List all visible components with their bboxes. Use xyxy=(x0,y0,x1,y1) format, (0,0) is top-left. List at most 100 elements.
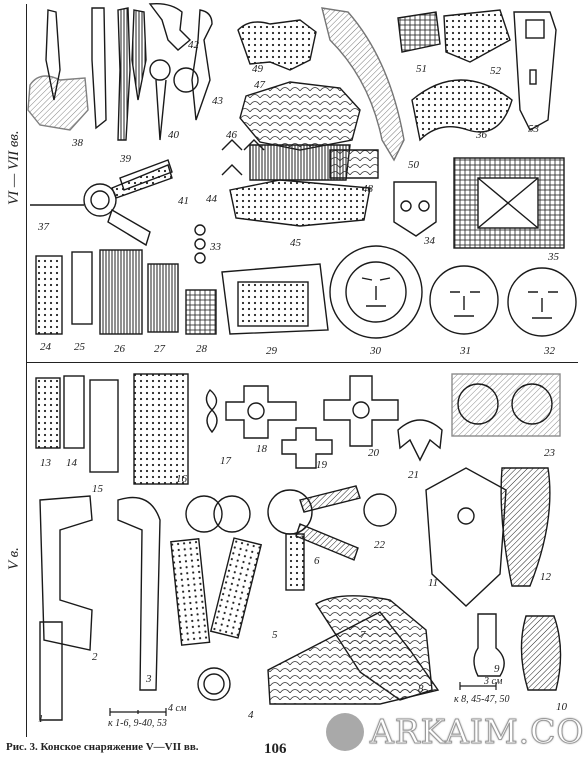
figure-number-10: 10 xyxy=(556,701,567,713)
artifact-30 xyxy=(329,245,423,339)
artifact-14 xyxy=(63,375,85,449)
artifact-11 xyxy=(425,467,507,607)
figure-number-23: 23 xyxy=(544,447,555,459)
figure-caption: Рис. 3. Конское снаряжение V—VII вв. xyxy=(6,741,199,753)
figure-number-42: 42 xyxy=(188,39,199,51)
figure-number-1: 1 xyxy=(38,713,44,725)
artifact-5 xyxy=(170,538,211,646)
artifact-22 xyxy=(363,493,397,527)
artifact-13 xyxy=(35,377,61,449)
artifact-48 xyxy=(329,149,379,179)
artifact-41 xyxy=(119,159,173,191)
figure-number-18: 18 xyxy=(256,443,267,455)
scale-left-ref: к 1-6, 9-40, 53 xyxy=(108,718,167,729)
artifact-39 xyxy=(117,7,131,141)
artifact-9 xyxy=(473,613,505,677)
figure-number-16: 16 xyxy=(176,473,187,485)
artifact-36 xyxy=(411,79,513,142)
artifact-28 xyxy=(185,289,217,335)
figure-number-19: 19 xyxy=(316,459,327,471)
figure-number-35: 35 xyxy=(548,251,559,263)
figure-number-20: 20 xyxy=(368,447,379,459)
figure-number-38: 38 xyxy=(72,137,83,149)
artifact-19 xyxy=(281,427,333,469)
artifact-23 xyxy=(451,373,561,437)
artifact-31 xyxy=(429,265,499,335)
figure-number-49: 49 xyxy=(252,63,263,75)
artifact-3 xyxy=(117,496,161,691)
figure-number-15: 15 xyxy=(92,483,103,495)
watermark-text: ARKAIM.CO xyxy=(369,712,583,752)
figure-number-48: 48 xyxy=(362,183,373,195)
scale-left-unit: 4 см xyxy=(168,703,187,714)
artifact-53 xyxy=(513,11,557,131)
period-divider-line xyxy=(26,362,578,363)
artifact-16 xyxy=(133,373,189,485)
artifact-17 xyxy=(205,389,218,434)
scale-bar-left xyxy=(109,708,167,716)
scale-right-ref: к 8, 45-47, 50 xyxy=(454,694,510,705)
figure-number-34: 34 xyxy=(424,235,435,247)
artifact-45 xyxy=(229,179,371,227)
artifact-42 xyxy=(148,2,192,51)
figure-number-7: 7 xyxy=(360,629,366,641)
figure-number-5: 5 xyxy=(272,629,278,641)
artifact-1 xyxy=(39,621,63,721)
figure-number-53: 53 xyxy=(528,123,539,135)
figure-number-27: 27 xyxy=(154,343,165,355)
figure-number-12: 12 xyxy=(540,571,551,583)
artifact-49 xyxy=(237,19,317,71)
watermark-circle-icon xyxy=(326,712,364,751)
artifact-38b xyxy=(91,7,107,130)
artifact-18 xyxy=(225,385,297,439)
artifact-8 xyxy=(267,611,440,705)
figure-number-26: 26 xyxy=(114,343,125,355)
figure-number-3: 3 xyxy=(146,673,152,685)
artifact-2 xyxy=(39,495,93,651)
artifact-12 xyxy=(500,467,551,587)
page-number: 106 xyxy=(264,741,287,757)
artifact-33 xyxy=(194,224,206,236)
artifact-44 xyxy=(221,139,265,176)
artifact-21 xyxy=(397,419,443,462)
figure-number-36: 36 xyxy=(476,129,487,141)
figure-number-25: 25 xyxy=(74,341,85,353)
figure-number-43: 43 xyxy=(212,95,223,107)
scale-bar-right xyxy=(459,682,497,690)
watermark: ARKAIM.CO xyxy=(326,712,583,752)
artifact-51 xyxy=(397,11,441,53)
artifact-26 xyxy=(99,249,143,335)
artifact-25 xyxy=(71,251,93,325)
figure-number-4: 4 xyxy=(248,709,254,721)
figure-number-6: 6 xyxy=(314,555,320,567)
artifact-52 xyxy=(443,9,511,63)
artifact-29 xyxy=(221,263,329,335)
figure-number-51: 51 xyxy=(416,63,427,75)
artifact-24 xyxy=(35,255,63,335)
artifact-32 xyxy=(507,267,577,337)
figure-number-32: 32 xyxy=(544,345,555,357)
artifact-43 xyxy=(191,9,213,121)
artifact-37 xyxy=(83,183,117,217)
figure-number-14: 14 xyxy=(66,457,77,469)
figure-number-46: 46 xyxy=(226,129,237,141)
figure-number-30: 30 xyxy=(370,345,381,357)
frame-left-line xyxy=(26,4,27,737)
figure-number-33: 33 xyxy=(210,241,221,253)
artifact-34 xyxy=(393,181,437,237)
figure-number-52: 52 xyxy=(490,65,501,77)
figure-number-47: 47 xyxy=(254,79,265,91)
artifact-4 xyxy=(197,667,231,701)
figure-number-22: 22 xyxy=(374,539,385,551)
figure-number-31: 31 xyxy=(460,345,471,357)
figure-number-11: 11 xyxy=(428,577,439,589)
figure-number-50: 50 xyxy=(408,159,419,171)
figure-number-8: 8 xyxy=(418,683,424,695)
artifact-47 xyxy=(239,81,361,151)
artifact-40-ring xyxy=(149,59,171,81)
figure-number-40: 40 xyxy=(168,129,179,141)
figure-number-9: 9 xyxy=(494,663,500,675)
artifact-27 xyxy=(147,263,179,333)
